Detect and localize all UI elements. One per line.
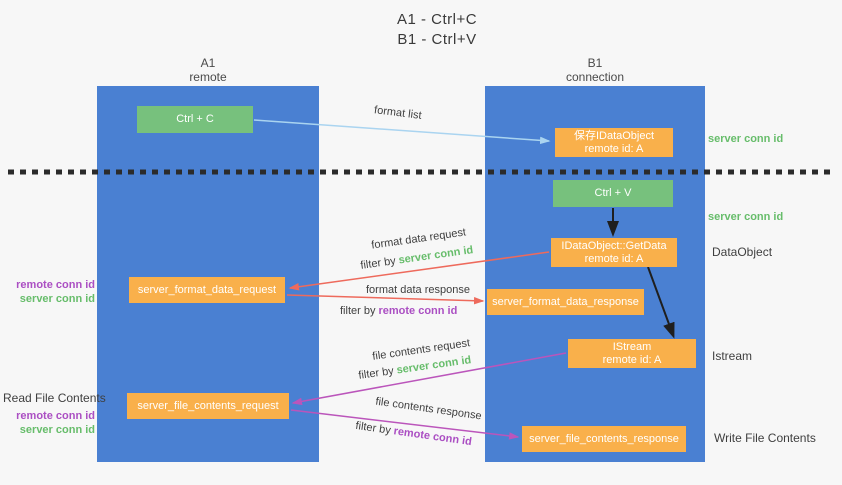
server-conn-id-label: server conn id <box>19 293 95 305</box>
format-response-label: server_format_data_response <box>492 295 639 308</box>
annotation-server-conn-id-mid: server conn id <box>708 211 784 223</box>
remote-conn-id-label: remote conn id <box>16 410 95 422</box>
edge-label-format-data-response: format data response <box>366 284 470 296</box>
lane-header-b1: B1 connection <box>515 56 675 84</box>
title-line-1: A1 - Ctrl+C <box>396 11 478 28</box>
lane-a1-name: A1 <box>200 56 216 70</box>
node-ctrl-c: Ctrl + C <box>137 106 253 133</box>
node-istream: IStream remote id: A <box>568 339 696 368</box>
node-ctrl-v: Ctrl + V <box>553 180 673 207</box>
lane-header-a1: A1 remote <box>128 56 288 84</box>
node-idataobject-getdata: IDataObject::GetData remote id: A <box>551 238 677 267</box>
node-server-format-data-response: server_format_data_response <box>487 289 644 315</box>
annotation-read-file-contents: Read File Contents <box>3 391 106 405</box>
arrow-file-contents-response <box>290 409 520 440</box>
getdata-line-1: IDataObject::GetData <box>561 239 667 252</box>
format-request-label: server_format_data_request <box>137 283 277 296</box>
title-line-2: B1 - Ctrl+V <box>397 31 477 48</box>
arrow-format-data-response <box>286 294 485 305</box>
node-save-idataobject: 保存IDataObject remote id: A <box>555 128 673 157</box>
istream-line-1: IStream <box>612 340 652 353</box>
annotation-server-conn-id-top: server conn id <box>708 133 784 145</box>
node-server-file-contents-request: server_file_contents_request <box>127 393 289 419</box>
remote-conn-id-text: remote conn id <box>378 305 458 317</box>
save-idataobject-line-2: remote id: A <box>584 142 644 155</box>
annotation-write-file-contents: Write File Contents <box>714 431 816 445</box>
arrow-format-data-request <box>288 251 550 291</box>
annotation-istream: Istream <box>712 349 753 363</box>
node-server-file-contents-response: server_file_contents_response <box>522 426 686 452</box>
annotation-conn-ids-top: remote conn id server conn id <box>0 278 95 306</box>
arrow-getdata-to-istream <box>647 266 675 339</box>
server-conn-id-label: server conn id <box>19 424 95 436</box>
arrow-file-contents-request <box>291 352 567 406</box>
lane-b1-role: connection <box>565 70 625 84</box>
diagram-title: A1 - Ctrl+C B1 - Ctrl+V <box>352 10 522 50</box>
file-response-label: server_file_contents_response <box>529 432 679 445</box>
getdata-line-2: remote id: A <box>584 252 644 265</box>
node-server-format-data-request: server_format_data_request <box>129 277 285 303</box>
lane-b1-name: B1 <box>587 56 603 70</box>
ctrl-v-label: Ctrl + V <box>594 187 632 199</box>
istream-line-2: remote id: A <box>602 353 662 366</box>
filter-by-text: filter by <box>340 305 376 317</box>
annotation-conn-ids-bottom: remote conn id server conn id <box>0 409 95 437</box>
file-request-label: server_file_contents_request <box>137 399 279 412</box>
ctrl-c-label: Ctrl + C <box>176 113 214 125</box>
arrow-format-list <box>253 119 551 145</box>
lane-a1-role: remote <box>189 70 227 84</box>
annotation-dataobject: DataObject <box>712 245 773 259</box>
save-idataobject-line-1: 保存IDataObject <box>573 129 655 142</box>
remote-conn-id-label: remote conn id <box>16 279 95 291</box>
